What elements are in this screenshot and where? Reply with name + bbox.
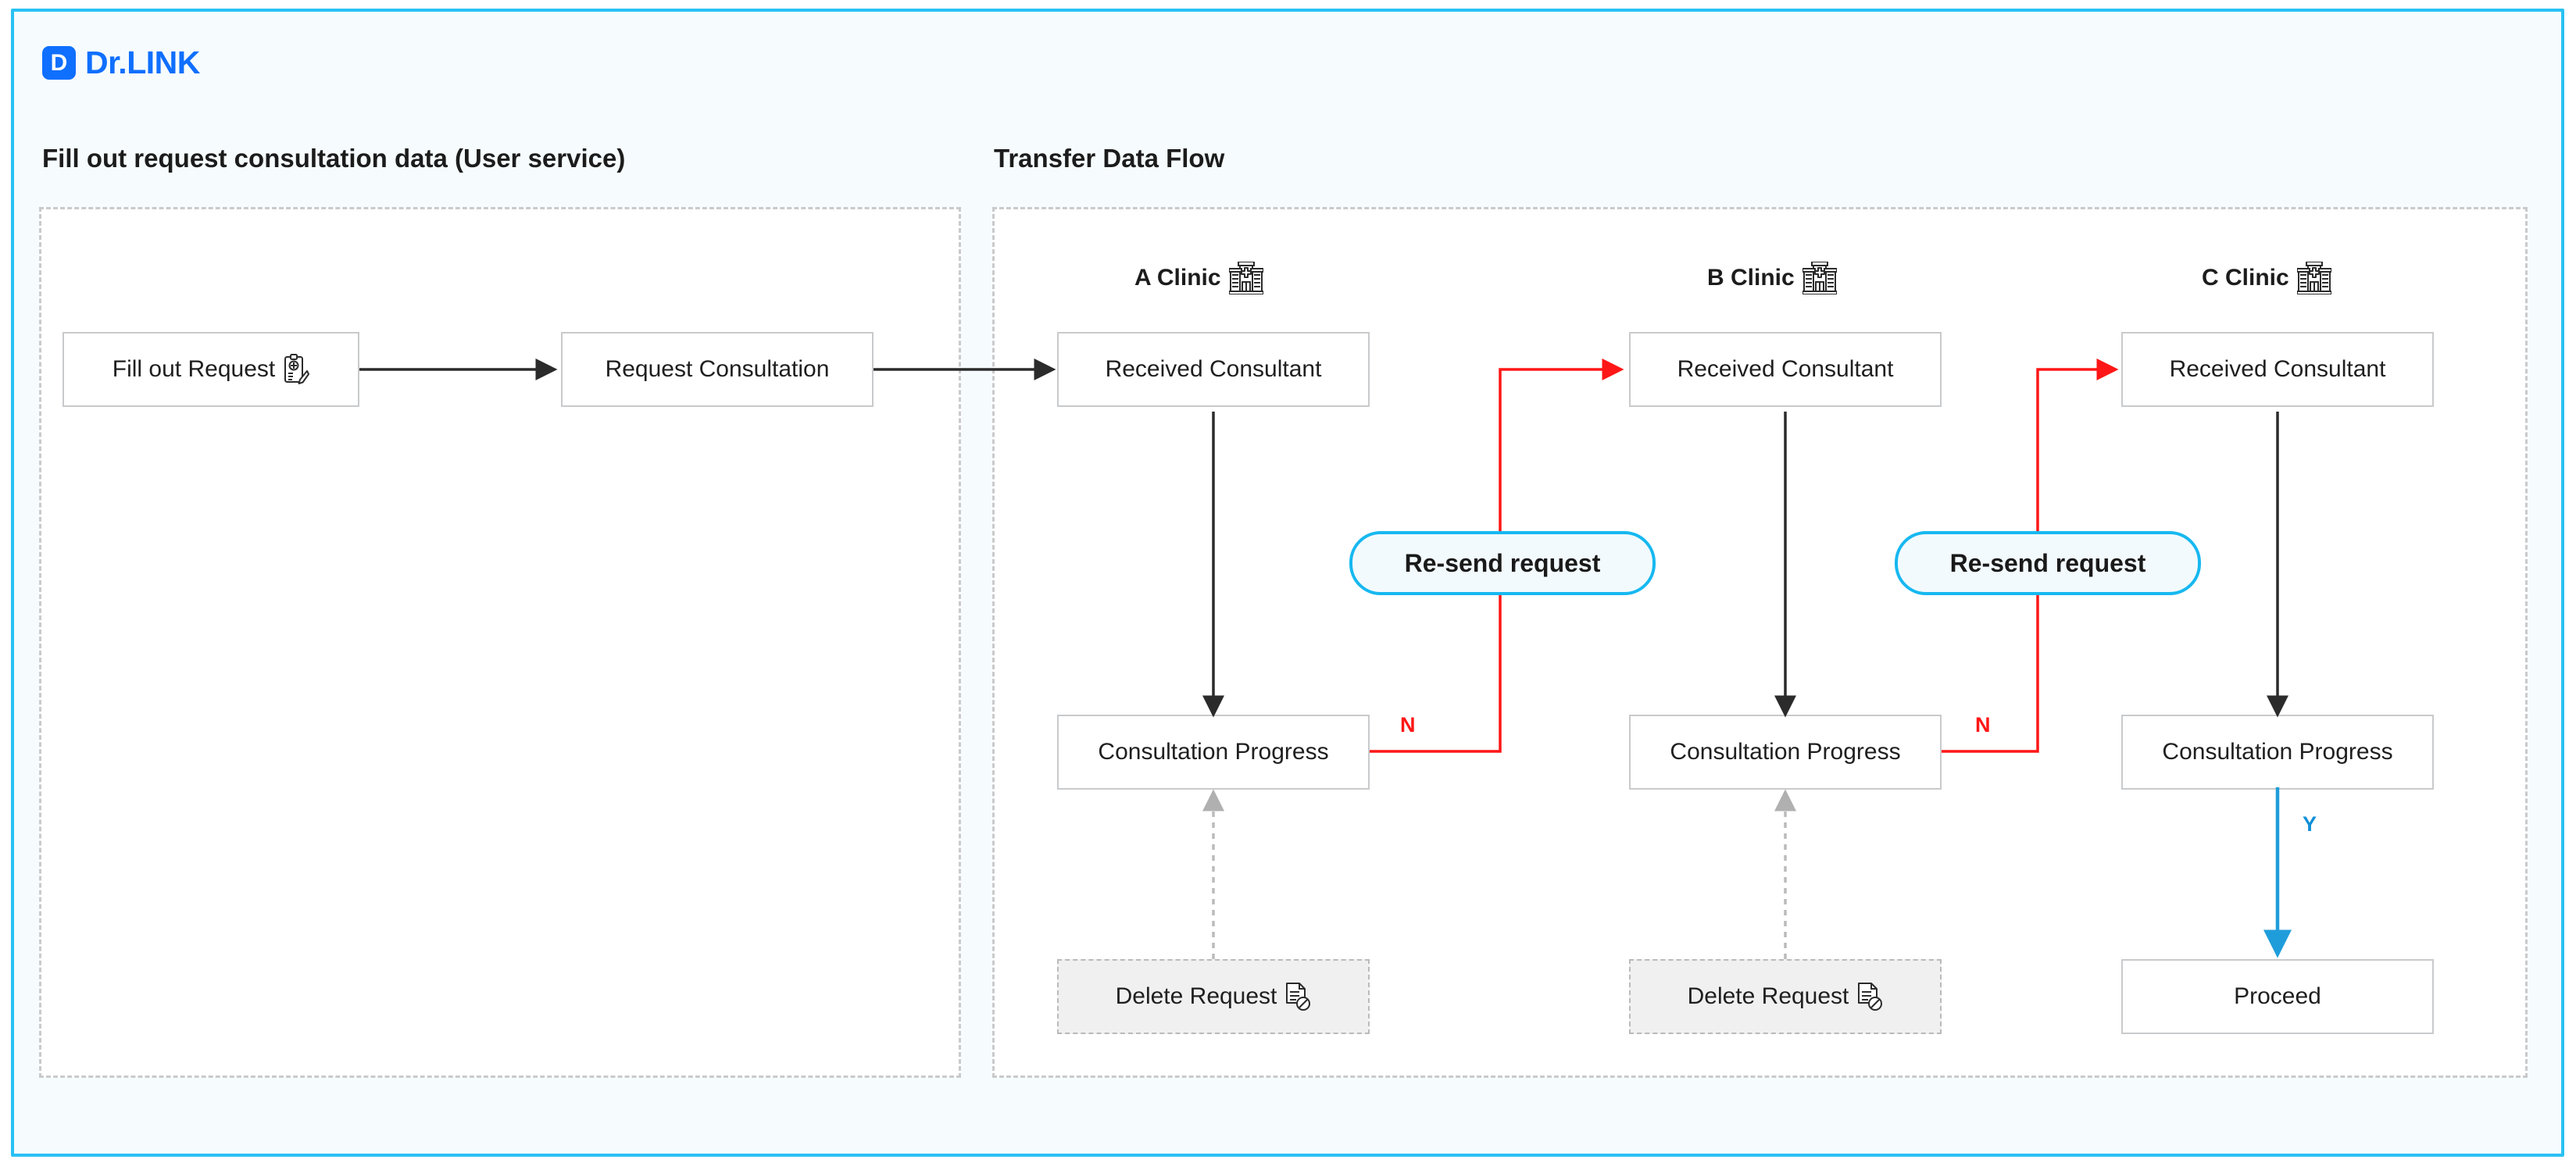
resend-request-button-2[interactable]: Re-send request	[1895, 531, 2201, 595]
node-a-delete-request[interactable]: Delete Request	[1057, 959, 1370, 1034]
node-c-received-consultant-label: Received Consultant	[2169, 356, 2386, 382]
node-b-delete-request[interactable]: Delete Request	[1629, 959, 1942, 1034]
hospital-building-icon	[1228, 262, 1263, 294]
node-fill-out-request-label: Fill out Request	[112, 356, 276, 382]
clinic-label-c: C Clinic	[2202, 262, 2331, 294]
brand-logo: D Dr.LINK	[42, 45, 200, 81]
document-delete-icon	[1856, 982, 1883, 1011]
node-request-consultation[interactable]: Request Consultation	[561, 332, 874, 407]
document-delete-icon	[1284, 982, 1311, 1011]
resend-request-button-1[interactable]: Re-send request	[1349, 531, 1656, 595]
node-c-proceed[interactable]: Proceed	[2121, 959, 2434, 1034]
node-a-consultation-progress-label: Consultation Progress	[1098, 739, 1329, 765]
left-section-heading: Fill out request consultation data (User…	[42, 144, 626, 173]
hospital-building-icon	[2296, 262, 2331, 294]
node-a-consultation-progress[interactable]: Consultation Progress	[1057, 715, 1370, 790]
node-b-consultation-progress-label: Consultation Progress	[1670, 739, 1901, 765]
brand-name: Dr.LINK	[85, 45, 200, 80]
node-c-proceed-label: Proceed	[2234, 983, 2321, 1009]
resend-request-button-2-label: Re-send request	[1949, 548, 2146, 577]
edge-label-a-n: N	[1400, 713, 1416, 737]
brand-badge-icon: D	[42, 46, 76, 80]
clinic-label-b: B Clinic	[1707, 262, 1837, 294]
node-b-received-consultant-label: Received Consultant	[1677, 356, 1894, 382]
resend-request-button-1-label: Re-send request	[1404, 548, 1601, 577]
clinic-label-a: A Clinic	[1134, 262, 1263, 294]
node-a-delete-request-label: Delete Request	[1115, 983, 1277, 1009]
node-c-consultation-progress-label: Consultation Progress	[2162, 739, 2393, 765]
right-section-heading: Transfer Data Flow	[994, 144, 1225, 173]
node-request-consultation-label: Request Consultation	[605, 356, 830, 382]
edge-label-c-y: Y	[2303, 812, 2317, 836]
clinic-label-c-text: C Clinic	[2202, 265, 2289, 291]
node-c-received-consultant[interactable]: Received Consultant	[2121, 332, 2434, 407]
node-a-received-consultant[interactable]: Received Consultant	[1057, 332, 1370, 407]
clinic-label-a-text: A Clinic	[1134, 265, 1221, 291]
node-b-delete-request-label: Delete Request	[1687, 983, 1849, 1009]
clipboard-form-icon	[283, 354, 310, 385]
node-a-received-consultant-label: Received Consultant	[1105, 356, 1322, 382]
clinic-label-b-text: B Clinic	[1707, 265, 1795, 291]
node-b-received-consultant[interactable]: Received Consultant	[1629, 332, 1942, 407]
edge-label-b-n: N	[1975, 713, 1991, 737]
node-fill-out-request[interactable]: Fill out Request	[63, 332, 359, 407]
node-b-consultation-progress[interactable]: Consultation Progress	[1629, 715, 1942, 790]
hospital-building-icon	[1802, 262, 1837, 294]
node-c-consultation-progress[interactable]: Consultation Progress	[2121, 715, 2434, 790]
